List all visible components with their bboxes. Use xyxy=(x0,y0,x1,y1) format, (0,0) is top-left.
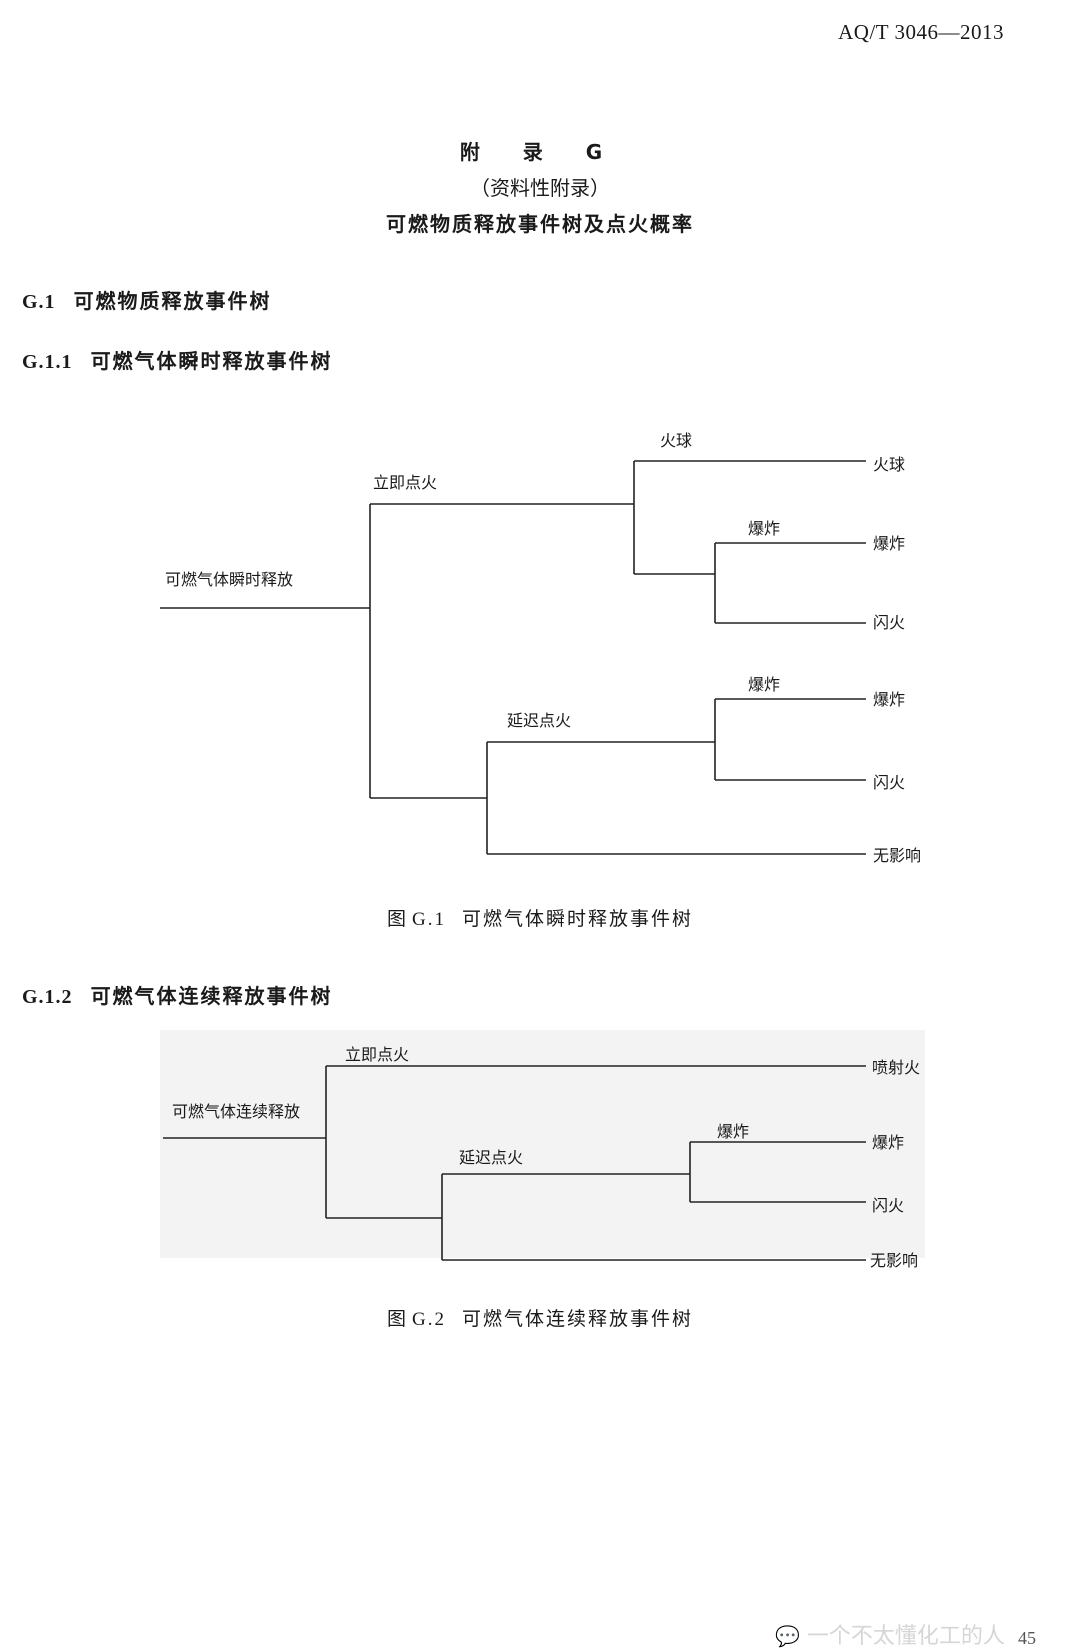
root-event-label: 可燃气体连续释放 xyxy=(172,1102,300,1121)
branch-label-immediate: 立即点火 xyxy=(373,473,437,492)
branch-label-delayed: 延迟点火 xyxy=(459,1148,523,1167)
watermark-text: 一个不太懂化工的人 xyxy=(806,1624,1005,1649)
outcome-label: 爆炸 xyxy=(873,534,905,553)
caption-title: 可燃气体瞬时释放事件树 xyxy=(461,908,693,930)
outcome-label: 闪火 xyxy=(872,1196,904,1215)
caption-title: 可燃气体连续释放事件树 xyxy=(461,1308,693,1330)
tree-lines xyxy=(163,1065,866,1261)
root-event-label: 可燃气体瞬时释放 xyxy=(165,570,293,589)
page-number: 45 xyxy=(1018,1628,1036,1648)
branch-label-explosion: 爆炸 xyxy=(748,675,780,694)
outcome-label: 无影响 xyxy=(873,846,921,865)
branch-label-fireball: 火球 xyxy=(660,431,692,450)
event-tree-continuous-release: 可燃气体连续释放 立即点火 延迟点火 爆炸 喷射火 爆炸 闪火 无影响 xyxy=(163,1045,920,1270)
section-heading-g11: G.1.1 可燃气体瞬时释放事件树 xyxy=(22,345,333,374)
outcome-label: 喷射火 xyxy=(872,1058,920,1077)
appendix-title: 附 录 G xyxy=(459,140,621,164)
section-heading-g12: G.1.2 可燃气体连续释放事件树 xyxy=(22,980,333,1009)
outcome-label: 闪火 xyxy=(873,773,905,792)
caption-number: G.1 xyxy=(412,909,446,930)
section-title: 可燃气体连续释放事件树 xyxy=(90,984,333,1008)
outcome-label: 无影响 xyxy=(870,1251,918,1270)
branch-label-immediate: 立即点火 xyxy=(345,1045,409,1064)
appendix-nature: （资料性附录） xyxy=(470,176,610,200)
section-number: G.1.1 xyxy=(22,351,73,373)
figure-background xyxy=(160,1030,925,1258)
caption-number: G.2 xyxy=(412,1309,446,1330)
section-number: G.1 xyxy=(22,291,56,313)
branch-label-explosion: 爆炸 xyxy=(717,1122,749,1141)
outcome-label: 闪火 xyxy=(873,613,905,632)
outcome-label: 火球 xyxy=(873,455,905,474)
caption-prefix: 图 xyxy=(386,908,408,930)
section-heading-g1: G.1 可燃物质释放事件树 xyxy=(22,285,272,314)
event-tree-instant-release: 可燃气体瞬时释放 立即点火 火球 爆炸 延迟点火 爆炸 火球 爆炸 闪火 爆炸 … xyxy=(160,431,921,865)
outcome-label: 爆炸 xyxy=(872,1133,904,1152)
branch-label-explosion: 爆炸 xyxy=(748,519,780,538)
watermark: 💬 一个不太懂化工的人 xyxy=(775,1618,1005,1650)
wechat-icon: 💬 xyxy=(775,1624,800,1648)
section-title: 可燃气体瞬时释放事件树 xyxy=(90,349,333,373)
section-number: G.1.2 xyxy=(22,986,73,1008)
appendix-subject: 可燃物质释放事件树及点火概率 xyxy=(386,212,694,236)
tree-lines xyxy=(160,460,866,855)
caption-prefix: 图 xyxy=(386,1308,408,1330)
section-title: 可燃物质释放事件树 xyxy=(73,289,272,313)
outcome-label: 爆炸 xyxy=(873,690,905,709)
branch-label-delayed: 延迟点火 xyxy=(507,711,571,730)
standard-code: AQ/T 3046—2013 xyxy=(838,20,1004,44)
